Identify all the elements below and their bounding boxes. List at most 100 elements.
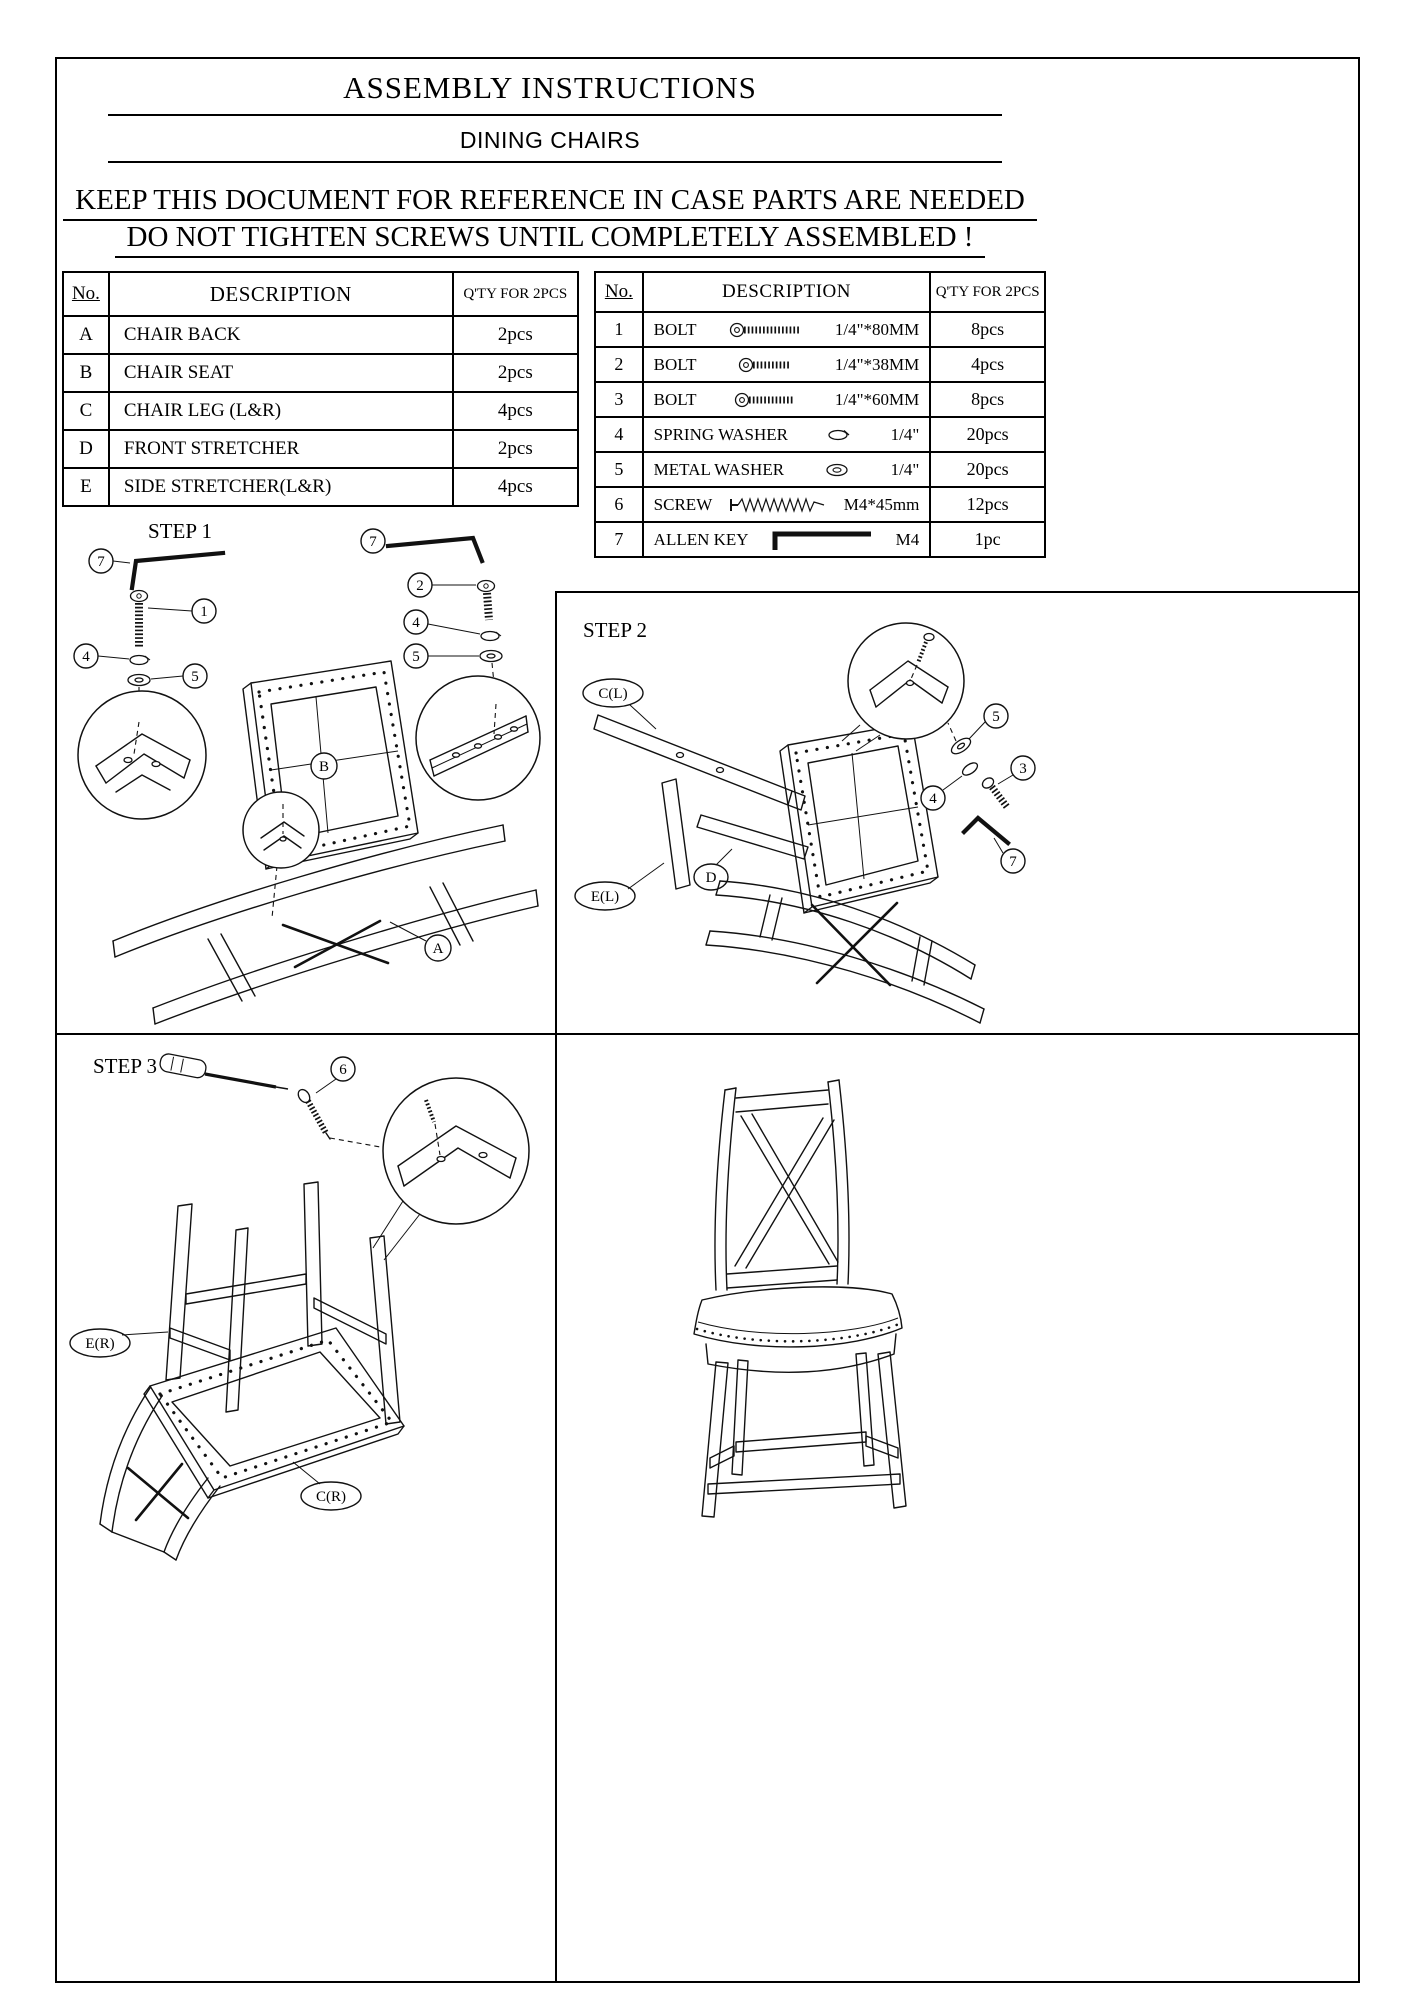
svg-text:4: 4 — [929, 791, 937, 807]
hw-spec: 1/4" — [890, 459, 920, 479]
part-desc-cell: SIDE STRETCHER(L&R) — [107, 467, 454, 507]
allen-key-icon — [385, 535, 485, 564]
svg-text:A: A — [433, 941, 444, 957]
callout-seat: B — [310, 752, 338, 780]
spring-washer-icon — [828, 429, 850, 440]
table-row: E SIDE STRETCHER(L&R) 4pcs — [62, 467, 580, 507]
hw-name: SCREW — [653, 494, 713, 514]
bolt-icon — [129, 589, 149, 648]
hw-qty-cell: 4pcs — [929, 346, 1046, 383]
callout-side-stretcher: E(L) — [574, 881, 636, 911]
part-desc-cell: CHAIR LEG (L&R) — [107, 391, 454, 431]
page-subtitle: DINING CHAIRS — [459, 127, 641, 153]
hw-qty-cell: 8pcs — [929, 311, 1046, 348]
screwdriver-icon — [159, 1053, 289, 1090]
callout-metal-washer: 5 — [983, 703, 1009, 729]
title-underline — [108, 114, 1002, 116]
svg-text:C(L): C(L) — [598, 686, 627, 702]
warning-line-2: DO NOT TIGHTEN SCREWS UNTIL COMPLETELY A… — [55, 221, 1045, 258]
svg-text:5: 5 — [412, 649, 420, 665]
svg-text:7: 7 — [1009, 854, 1017, 870]
callout-allen: 7 — [360, 528, 386, 554]
table-row: 3 BOLT 1/4"*60MM 8pcs — [594, 381, 1046, 418]
bolt-icon — [476, 579, 496, 621]
vertical-divider — [555, 591, 557, 1983]
hw-no-cell: 7 — [594, 521, 644, 558]
part-no-cell: D — [62, 429, 110, 469]
hardware-header-description: DESCRIPTION — [641, 271, 932, 313]
screw-icon — [297, 1088, 331, 1140]
spring-washer-icon — [129, 654, 151, 666]
hw-qty-cell: 8pcs — [929, 381, 1046, 418]
magnifier-detail-left — [77, 690, 207, 820]
step2-panel-top-border — [555, 591, 1360, 593]
part-qty-cell: 4pcs — [451, 467, 580, 507]
svg-text:5: 5 — [992, 709, 1000, 725]
chair-back-drawing: A — [112, 824, 539, 1025]
bolt-icon — [729, 322, 799, 337]
hw-spec: 1/4"*38MM — [834, 354, 920, 374]
part-no-cell: A — [62, 315, 110, 355]
callout-spring-washer: 4 — [403, 609, 429, 635]
hw-no-cell: 6 — [594, 486, 644, 523]
svg-text:5: 5 — [191, 669, 199, 685]
svg-text:7: 7 — [97, 554, 105, 570]
part-qty-cell: 2pcs — [451, 353, 580, 393]
step2-label: STEP 2 — [583, 618, 647, 642]
part-qty-cell: 2pcs — [451, 315, 580, 355]
step1-label: STEP 1 — [148, 519, 212, 543]
part-no-cell: C — [62, 391, 110, 431]
callout-allen: 7 — [1000, 848, 1026, 874]
part-desc-cell: CHAIR BACK — [107, 315, 454, 355]
hw-spec: M4*45mm — [843, 494, 920, 514]
hardware-header-qty: Q'TY FOR 2PCS — [929, 271, 1046, 313]
svg-text:B: B — [319, 759, 329, 775]
svg-text:E(L): E(L) — [591, 889, 619, 905]
hw-name: METAL WASHER — [653, 459, 785, 479]
page-border — [55, 57, 1360, 1983]
hw-qty-cell: 12pcs — [929, 486, 1046, 523]
magnifier-detail — [372, 1077, 530, 1261]
side-stretcher-drawing: E(L) — [574, 778, 691, 911]
table-row: 5 METAL WASHER 1/4" 20pcs — [594, 451, 1046, 488]
callout-allen: 7 — [88, 548, 114, 574]
bolt-icon — [734, 392, 794, 407]
chair-leg-drawing: C(L) — [582, 678, 806, 811]
callout-bolt: 1 — [191, 598, 217, 624]
bolt-icon — [738, 357, 790, 372]
hw-no-cell: 1 — [594, 311, 644, 348]
parts-header-row: No. DESCRIPTION Q'TY FOR 2PCS — [62, 271, 580, 317]
warning-text-2: DO NOT TIGHTEN SCREWS UNTIL COMPLETELY A… — [114, 221, 986, 258]
seat-assembly-drawing — [705, 722, 985, 1024]
step2-diagram: STEP 2 C(L) E(L) D — [574, 618, 1036, 1024]
parts-header-no: No. — [62, 271, 110, 317]
allen-key-icon — [961, 815, 1011, 846]
part-qty-cell: 2pcs — [451, 429, 580, 469]
svg-text:C(R): C(R) — [316, 1489, 346, 1505]
callout-front-stretcher: D — [693, 863, 729, 891]
part-desc-cell: CHAIR SEAT — [107, 353, 454, 393]
hw-spec: M4 — [895, 529, 920, 549]
hardware-header-row: No. DESCRIPTION Q'TY FOR 2PCS — [594, 271, 1046, 313]
spring-washer-icon — [961, 762, 979, 776]
parts-header-qty: Q'TY FOR 2PCS — [451, 271, 580, 317]
hw-name: BOLT — [653, 389, 697, 409]
svg-text:1: 1 — [200, 604, 208, 620]
part-desc-cell: FRONT STRETCHER — [107, 429, 454, 469]
callout-back: A — [424, 934, 452, 962]
allen-key-icon — [129, 550, 226, 591]
callout-spring-washer: 4 — [73, 643, 99, 669]
svg-text:4: 4 — [82, 649, 90, 665]
warning-text-1: KEEP THIS DOCUMENT FOR REFERENCE IN CASE… — [63, 184, 1037, 221]
hardware-table: No. DESCRIPTION Q'TY FOR 2PCS 1 BOLT 1/4… — [594, 271, 1046, 558]
page-title: ASSEMBLY INSTRUCTIONS — [343, 70, 757, 105]
part-no-cell: E — [62, 467, 110, 507]
metal-washer-icon — [950, 737, 972, 755]
svg-text:7: 7 — [369, 534, 377, 550]
hw-name: BOLT — [653, 319, 697, 339]
step2-hardware: 5 4 3 7 — [920, 703, 1036, 874]
hw-qty-cell: 1pc — [929, 521, 1046, 558]
finished-chair-diagram — [693, 1079, 907, 1518]
table-row: D FRONT STRETCHER 2pcs — [62, 429, 580, 469]
